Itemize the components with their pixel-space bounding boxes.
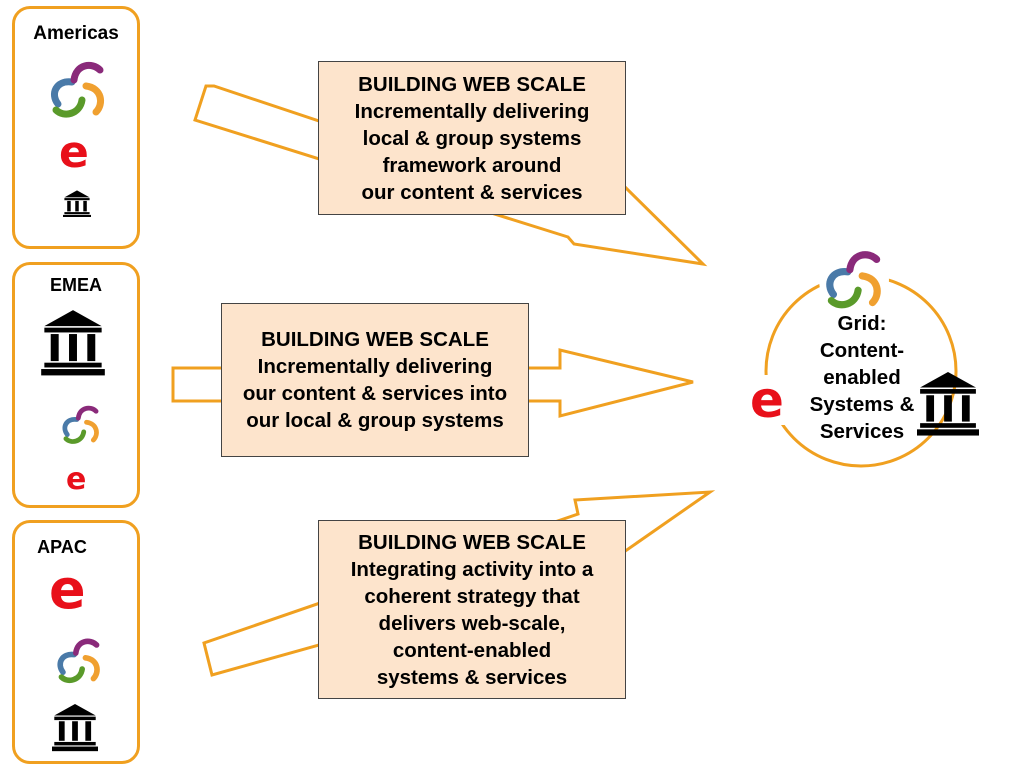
- callout-line: local & group systems: [362, 126, 582, 150]
- hub-line: Services: [819, 420, 905, 443]
- region-apac: APAC e: [12, 520, 140, 764]
- callout-line: our content & services: [361, 180, 583, 204]
- swirl-logo-icon: [62, 405, 99, 444]
- e-logo-icon: e: [49, 558, 86, 621]
- callout-top: BUILDING WEB SCALE Incrementally deliver…: [318, 61, 626, 215]
- callout-line: framework around: [382, 153, 562, 177]
- hub-line: enabled: [823, 366, 901, 389]
- callout-line: Incrementally delivering: [257, 355, 493, 378]
- callout-line: Integrating activity into a: [350, 557, 594, 581]
- callout-line: BUILDING WEB SCALE: [358, 72, 586, 96]
- callout-line: systems & services: [376, 665, 568, 689]
- institution-building-icon: [52, 704, 98, 752]
- region-title: EMEA: [49, 275, 102, 295]
- callout-line: our content & services into: [242, 382, 508, 405]
- swirl-logo-icon: [57, 638, 100, 684]
- swirl-logo-icon: [819, 245, 889, 315]
- e-logo-icon: e: [748, 371, 786, 429]
- swirl-logo-icon: [51, 61, 105, 118]
- callout-line: content-enabled: [392, 638, 552, 662]
- region-title: Americas: [33, 23, 119, 44]
- callout-bottom: BUILDING WEB SCALE Integrating activity …: [318, 520, 626, 699]
- hub-line: Content-: [819, 339, 905, 362]
- institution-building-icon: [63, 190, 91, 217]
- e-logo-icon: e: [59, 127, 89, 178]
- region-emea: EMEA e: [12, 262, 140, 508]
- hub-line: Systems &: [809, 393, 915, 416]
- callout-line: BUILDING WEB SCALE: [358, 530, 586, 554]
- callout-middle: BUILDING WEB SCALE Incrementally deliver…: [221, 303, 529, 457]
- callout-line: Incrementally delivering: [354, 99, 590, 123]
- institution-building-icon: [41, 310, 105, 376]
- region-title: APAC: [37, 537, 87, 557]
- hub-line: Grid:: [837, 312, 887, 335]
- callout-line: BUILDING WEB SCALE: [261, 328, 489, 351]
- hub-label: Grid: Content- enabled Systems & Service…: [795, 310, 929, 445]
- callout-line: our local & group systems: [246, 409, 504, 432]
- institution-building-icon: [917, 372, 979, 436]
- callout-line: coherent strategy that: [364, 584, 580, 608]
- region-americas: Americas e: [12, 6, 140, 249]
- callout-line: delivers web-scale,: [378, 611, 566, 635]
- e-logo-icon: e: [66, 462, 87, 497]
